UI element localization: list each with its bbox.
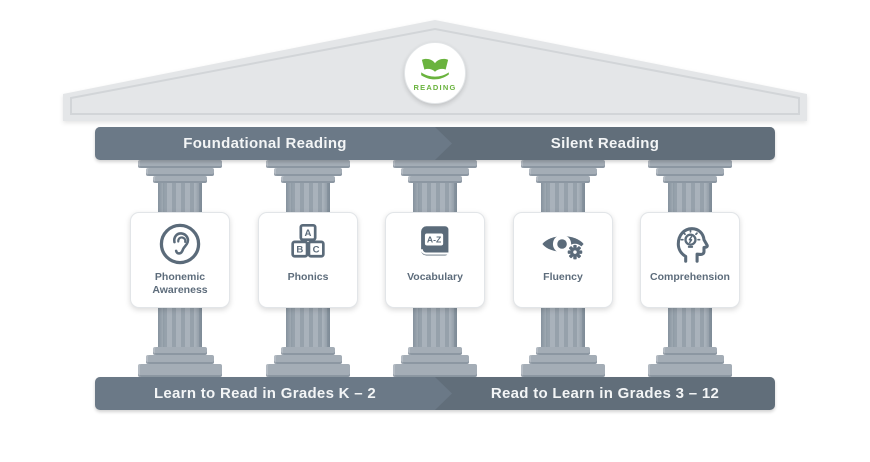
card-fluency: Fluency (513, 212, 613, 308)
top-banner: Foundational Reading Silent Reading (95, 127, 775, 160)
pillar-base (138, 364, 222, 377)
pillar-base (266, 364, 350, 377)
logo-label: READING (413, 82, 457, 92)
foundational-reading-label: Foundational Reading (183, 135, 347, 152)
gear-icon (566, 243, 584, 261)
pillar-capital (393, 160, 477, 168)
ear-icon (159, 223, 201, 265)
card-vocabulary: A-Z Vocabulary (385, 212, 485, 308)
banner-segment-foundational: Foundational Reading (95, 127, 435, 160)
banner-segment-read-to-learn: Read to Learn in Grades 3 – 12 (435, 377, 775, 410)
silent-reading-label: Silent Reading (550, 135, 660, 152)
card-comprehension: Comprehension (640, 212, 740, 308)
banner-segment-silent: Silent Reading (435, 127, 775, 160)
card-phonemic-awareness: Phonemic Awareness (130, 212, 230, 308)
bottom-banner: Learn to Read in Grades K – 2 Read to Le… (95, 377, 775, 410)
card-label: Fluency (543, 271, 583, 283)
pillar-capital (266, 160, 350, 168)
pillar-capital (138, 160, 222, 168)
card-phonics: A B C Phonics (258, 212, 358, 308)
card-label: Phonics (287, 271, 329, 283)
open-book-hand-icon (421, 58, 449, 79)
eye-gear-icon (542, 234, 584, 261)
card-label: Phonemic Awareness (152, 271, 208, 297)
svg-text:A-Z: A-Z (427, 235, 442, 245)
abc-blocks-icon: A B C (291, 223, 325, 258)
svg-text:C: C (313, 245, 320, 256)
pillar-capital (521, 160, 605, 168)
svg-text:A: A (305, 228, 312, 239)
card-label: Vocabulary (407, 271, 463, 283)
pillar-base (393, 364, 477, 377)
svg-text:B: B (296, 245, 303, 256)
pillar-capital (648, 160, 732, 168)
learn-to-read-label: Learn to Read in Grades K – 2 (153, 385, 377, 402)
az-book-icon: A-Z (420, 226, 449, 256)
pillar-base (521, 364, 605, 377)
banner-segment-learn-to-read: Learn to Read in Grades K – 2 (95, 377, 435, 410)
head-lightbulb-icon (676, 227, 709, 263)
read-to-learn-label: Read to Learn in Grades 3 – 12 (490, 385, 720, 402)
card-label: Comprehension (650, 271, 730, 283)
reading-logo: READING (404, 42, 466, 104)
pillar-base (648, 364, 732, 377)
